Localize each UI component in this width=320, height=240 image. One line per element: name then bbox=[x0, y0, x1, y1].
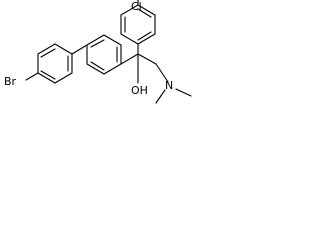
hydroxyl-label: OH bbox=[131, 84, 148, 97]
bond-c-br bbox=[25, 72, 39, 81]
chlorine-label: Cl bbox=[131, 0, 142, 13]
bond-carbinol-ch2 bbox=[137, 53, 157, 65]
bond-n-methyl-right bbox=[175, 88, 192, 97]
chlorophenyl-ring bbox=[120, 4, 156, 45]
bond-ch2-n bbox=[155, 63, 169, 83]
biaryl-bond bbox=[71, 44, 88, 55]
bromine-label: Br bbox=[4, 75, 17, 88]
structural-formula: Br Cl OH N bbox=[4, 0, 192, 104]
phenylene-ring bbox=[86, 34, 122, 75]
nitrogen-label: N bbox=[165, 79, 173, 92]
bond-n-methyl-left bbox=[155, 89, 166, 104]
bromophenyl-ring bbox=[37, 43, 73, 84]
bond-ring-to-carbinol bbox=[120, 53, 139, 65]
